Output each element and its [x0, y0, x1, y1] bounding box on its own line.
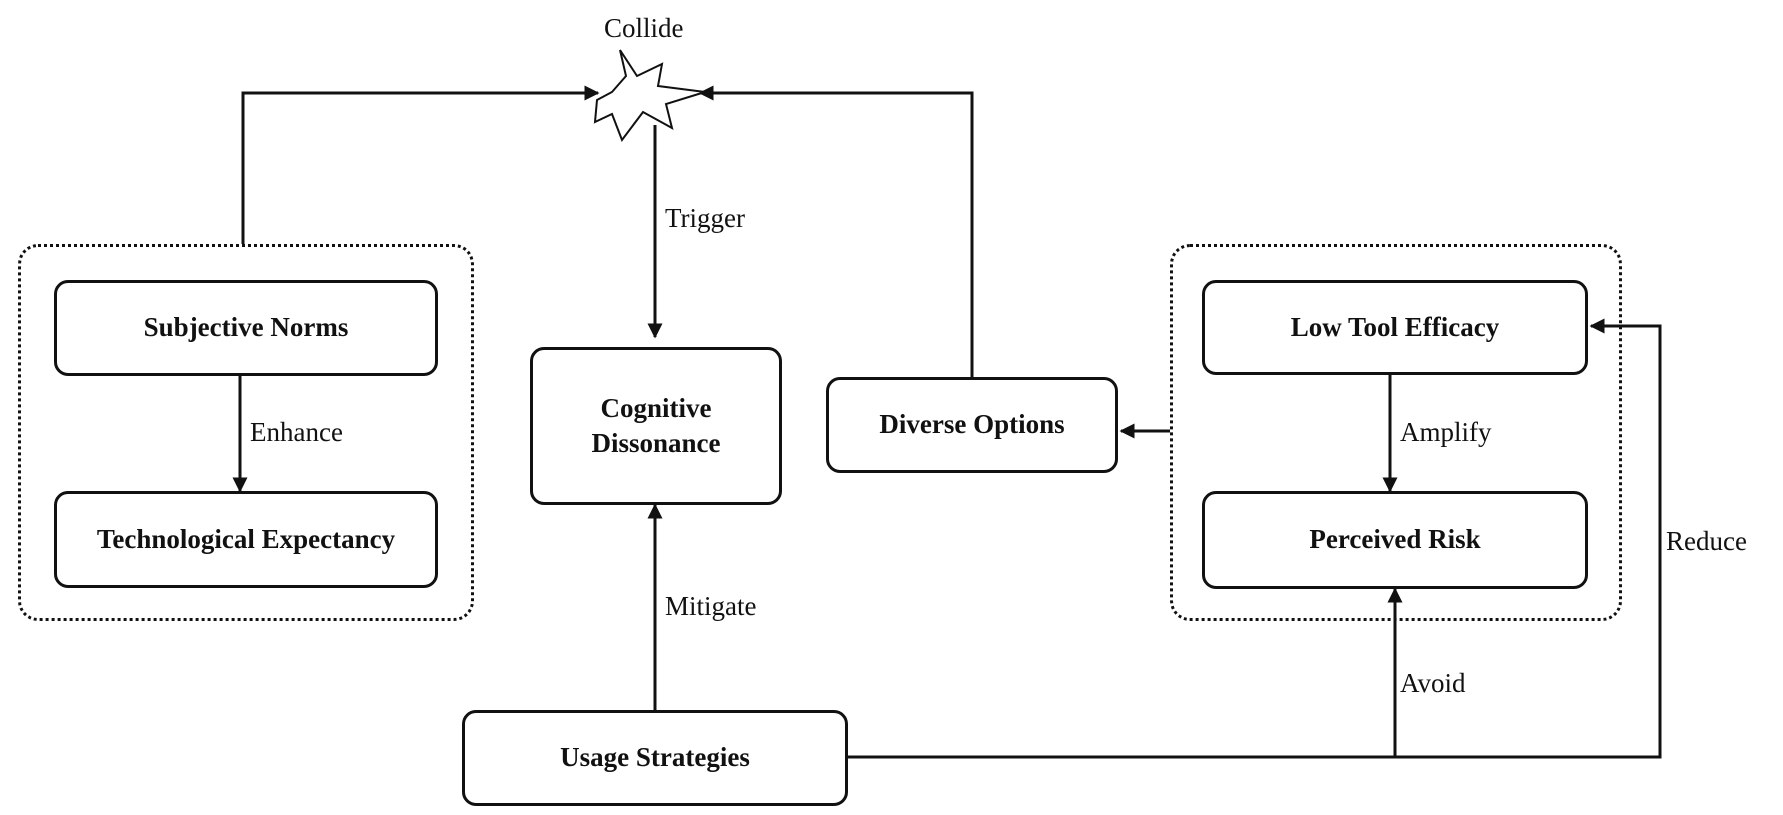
- reduce-label: Reduce: [1666, 526, 1747, 556]
- low-tool-efficacy-label: Low Tool Efficacy: [1290, 311, 1500, 342]
- perceived-risk-node: Perceived Risk: [1202, 491, 1588, 589]
- usage-strategies-label: Usage Strategies: [560, 742, 750, 773]
- mitigate-label: Mitigate: [665, 591, 757, 621]
- enhance-label: Enhance: [250, 417, 343, 447]
- low-tool-efficacy-node: Low Tool Efficacy: [1202, 280, 1588, 375]
- right-group-box: [1170, 244, 1622, 621]
- amplify-label: Amplify: [1400, 417, 1492, 447]
- left-group-box: [18, 244, 474, 621]
- diverse-options-label: Diverse Options: [879, 409, 1065, 440]
- cognitive-dissonance-label: Cognitive Dissonance: [591, 392, 721, 458]
- technological-expectancy-label: Technological Expectancy: [96, 523, 396, 554]
- technological-expectancy-node: Technological Expectancy: [54, 491, 438, 588]
- perceived-risk-label: Perceived Risk: [1309, 524, 1481, 555]
- usage-strategies-to-branch-line: [848, 318, 1662, 759]
- diverse-options-node: Diverse Options: [826, 377, 1118, 473]
- subjective-norms-node: Subjective Norms: [54, 280, 438, 376]
- subjective-norms-label: Subjective Norms: [143, 312, 349, 343]
- collide-label: Collide: [604, 13, 684, 43]
- cognitive-dissonance-node: Cognitive Dissonance: [530, 347, 782, 505]
- avoid-label: Avoid: [1400, 668, 1466, 698]
- diverse-options-to-collide-arrow: [698, 85, 974, 377]
- left-group-to-collide-arrow: [241, 85, 600, 244]
- usage-strategies-node: Usage Strategies: [462, 710, 848, 806]
- trigger-label: Trigger: [665, 203, 746, 233]
- collide-burst-icon: [593, 49, 706, 143]
